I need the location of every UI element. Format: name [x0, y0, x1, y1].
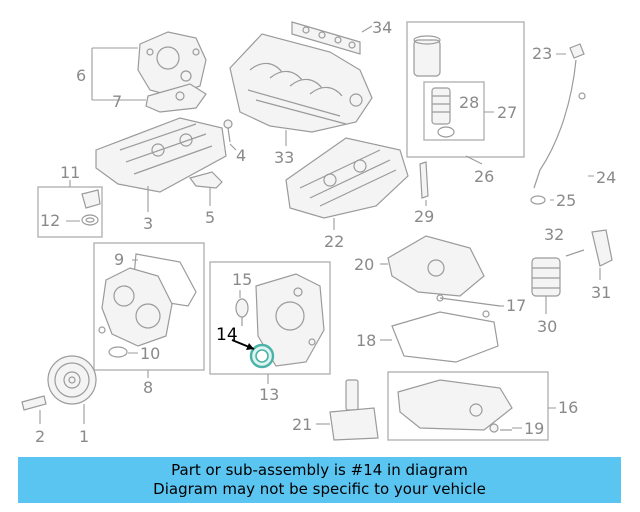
callout-10: 10 — [140, 344, 160, 363]
part-19-drain-plug — [489, 423, 512, 433]
part-10-seal — [108, 346, 128, 358]
callout-34: 34 — [372, 18, 392, 37]
callout-25: 25 — [556, 191, 576, 210]
callout-26: 26 — [474, 167, 494, 186]
callout-16: 16 — [558, 398, 578, 417]
callout-27: 27 — [497, 103, 517, 122]
callout-18: 18 — [356, 331, 376, 350]
callout-6: 6 — [76, 66, 86, 85]
exploded-parts-diagram: 1 2 3 4 5 6 7 8 9 10 11 12 13 14 15 16 1… — [21, 18, 616, 446]
callout-20: 20 — [354, 255, 374, 274]
callout-3: 3 — [143, 214, 153, 233]
callout-2: 2 — [35, 427, 45, 446]
part-13-timing-cover — [255, 273, 325, 367]
part-6-timing-cover — [137, 31, 207, 97]
part-16-oil-pan — [397, 379, 513, 431]
callout-23: 23 — [532, 44, 552, 63]
callout-30: 30 — [537, 317, 557, 336]
group-box-8 — [93, 242, 205, 371]
part-7-gasket — [145, 83, 207, 113]
part-31-bracket — [591, 229, 613, 267]
group-box-27 — [423, 81, 485, 141]
callout-13: 13 — [259, 385, 279, 404]
callout-28: 28 — [459, 93, 479, 112]
part-17-seal — [436, 294, 501, 318]
part-23-dipstick — [569, 43, 585, 59]
group-box-26 — [406, 21, 525, 158]
callout-22: 22 — [324, 232, 344, 251]
banner-line-1: Part or sub-assembly is #14 in diagram — [171, 461, 468, 479]
group-box-16 — [387, 371, 549, 441]
callout-9: 9 — [114, 250, 124, 269]
callout-17: 17 — [506, 296, 526, 315]
callout-31: 31 — [591, 283, 611, 302]
part-30-oil-cooler — [531, 257, 561, 297]
callout-5: 5 — [205, 208, 215, 227]
callout-15: 15 — [232, 270, 252, 289]
part-12-seal — [81, 214, 99, 226]
callout-8: 8 — [143, 378, 153, 397]
part-4-bolt — [223, 119, 233, 143]
part-14-oil-seal — [249, 343, 275, 369]
callout-19: 19 — [524, 419, 544, 438]
callout-29: 29 — [414, 207, 434, 226]
part-33-intake-manifold — [229, 33, 373, 133]
part-3-head-cover — [95, 117, 227, 193]
callout-14: 14 — [216, 325, 238, 345]
part-8-timing-cover-lower — [98, 267, 173, 347]
callout-1: 1 — [79, 427, 89, 446]
part-2-bolt — [21, 395, 47, 411]
part-34-gasket — [291, 21, 361, 55]
part-18-gasket — [391, 311, 499, 363]
part-22-crankcase — [285, 137, 409, 219]
callout-12: 12 — [40, 211, 60, 230]
part-28-o-ring — [437, 126, 455, 138]
part-29-pin — [419, 161, 429, 199]
part-11-oil-cap — [81, 189, 101, 209]
part-15-bolt — [235, 298, 249, 326]
callout-21: 21 — [292, 415, 312, 434]
info-banner: Part or sub-assembly is #14 in diagram D… — [18, 457, 621, 503]
callout-33: 33 — [274, 148, 294, 167]
callout-7: 7 — [112, 92, 122, 111]
banner-line-2: Diagram may not be specific to your vehi… — [153, 480, 486, 498]
part-26-oil-filter-housing — [413, 35, 441, 77]
part-24-guide-tube — [533, 59, 586, 189]
part-32-bolt — [565, 249, 585, 257]
part-5-bracket — [188, 171, 223, 189]
callout-14-arrowhead — [246, 343, 254, 350]
part-27-filter-element — [431, 87, 451, 125]
part-21-oil-level-sensor — [329, 379, 379, 441]
part-20-oil-pump — [387, 235, 485, 297]
callout-24: 24 — [596, 168, 616, 187]
part-25-seal — [530, 195, 546, 205]
callout-4: 4 — [236, 146, 246, 165]
callout-11: 11 — [60, 163, 80, 182]
callout-32: 32 — [544, 225, 564, 244]
group-box-13 — [209, 261, 331, 375]
part-1-crank-pulley — [47, 355, 97, 405]
